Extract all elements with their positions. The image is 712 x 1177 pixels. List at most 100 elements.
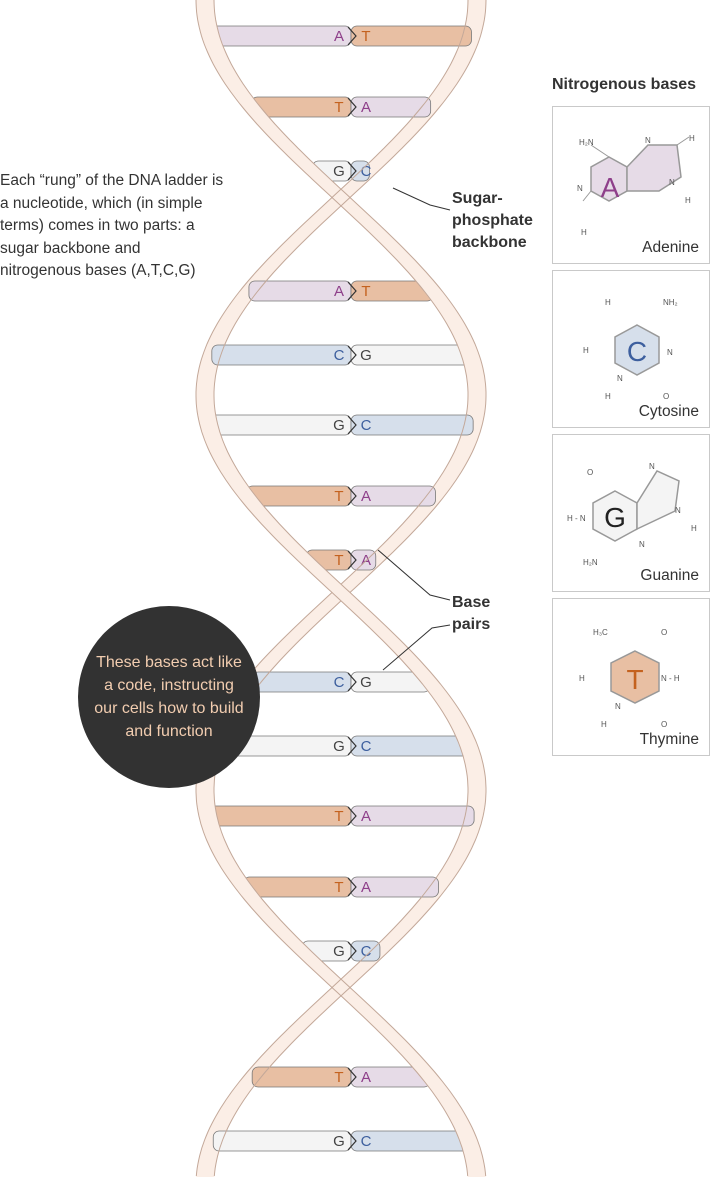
base-pair-right-letter: A: [361, 808, 371, 825]
backbone-segment: [291, 554, 312, 557]
thymine-nh-label: N - H: [661, 674, 680, 683]
base-pair-left-letter: G: [333, 1133, 345, 1150]
backbone-segment: [196, 402, 215, 405]
backbone-segment: [322, 584, 343, 587]
backbone-segment: [465, 764, 484, 767]
guanine-card: G O N H - N N H N H₂N Guanine: [552, 434, 710, 592]
backbone-segment: [467, 380, 486, 383]
backbone-segment: [467, 384, 486, 387]
backbone-segment: [227, 1096, 247, 1099]
backbone-segment: [407, 1062, 428, 1065]
backbone-segment: [414, 674, 434, 677]
backbone-segment: [357, 616, 378, 619]
base-pair-left-letter: A: [334, 283, 344, 300]
backbone-segment: [398, 1052, 419, 1055]
backbone-segment: [408, 910, 429, 913]
backbone-segment: [450, 458, 470, 461]
backbone-segment: [196, 410, 216, 413]
backbone-segment: [302, 170, 323, 173]
backbone-segment: [467, 784, 486, 787]
backbone-segment: [207, 448, 227, 451]
backbone-segment: [438, 82, 459, 85]
backbone-segment: [276, 1038, 297, 1041]
backbone-segment: [308, 966, 329, 969]
backbone-segment: [215, 324, 236, 327]
backbone-segment: [436, 1098, 457, 1101]
backbone-segment: [196, 794, 215, 797]
backbone-segment: [465, 22, 484, 25]
backbone-segment: [233, 298, 253, 301]
backbone-segment: [448, 462, 468, 465]
backbone-segment: [196, 400, 215, 403]
backbone-segment: [450, 852, 470, 855]
guanine-letter: G: [604, 502, 626, 533]
backbone-segment: [209, 452, 229, 455]
backbone-segment: [367, 162, 388, 165]
backbone-segment: [448, 66, 468, 69]
backbone-segment: [212, 1120, 232, 1123]
backbone-segment: [386, 934, 407, 937]
backbone-segment: [458, 1138, 478, 1141]
intro-text: Each “rung” of the DNA ladder is a nucle…: [0, 172, 224, 279]
backbone-segment: [220, 1106, 240, 1109]
backbone-segment: [202, 434, 222, 437]
backbone-segment: [467, 1170, 486, 1173]
pair-junction-chevron: [347, 736, 357, 756]
backbone-segment: [196, 384, 215, 387]
backbone-segment: [343, 208, 364, 211]
backbone-segment: [203, 438, 223, 441]
backbone-segment: [308, 612, 329, 615]
backbone-segment: [364, 1018, 385, 1021]
backbone-segment: [236, 1084, 256, 1087]
backbone-segment: [447, 68, 467, 71]
backbone-segment: [374, 632, 395, 635]
backbone-segment: [350, 610, 372, 613]
backbone-segment: [215, 68, 235, 71]
backbone-segment: [196, 800, 215, 803]
backbone-segment: [217, 72, 237, 75]
backbone-segment: [227, 482, 247, 485]
backbone-segment: [272, 1042, 293, 1045]
backbone-segment: [467, 786, 486, 789]
backbone-segment: [413, 510, 433, 513]
backbone-segment: [266, 924, 287, 927]
backbone-segment: [363, 622, 384, 625]
backbone-segment: [196, 380, 215, 383]
backbone-segment: [420, 1076, 440, 1079]
backbone-segment: [199, 30, 219, 33]
backbone-segment: [262, 658, 283, 661]
base-pair-right-segment: [350, 940, 381, 962]
backbone-segment: [218, 74, 239, 77]
backbone-segment: [279, 640, 300, 643]
backbone-segment: [455, 340, 475, 343]
backbone-segment: [301, 564, 322, 567]
backbone-segment: [407, 666, 427, 669]
backbone-segment: [385, 540, 406, 543]
base-pair-left-letter: G: [333, 943, 345, 960]
backbone-segment: [345, 1000, 366, 1003]
backbone-segment: [258, 126, 279, 129]
backbone-segment: [465, 20, 485, 23]
backbone-segment: [424, 686, 444, 689]
backbone-segment: [206, 840, 226, 843]
backbone-segment: [371, 630, 393, 633]
backbone-segment: [442, 1106, 462, 1109]
backbone-segment: [461, 750, 480, 753]
backbone-segment: [263, 526, 284, 529]
backbone-segment: [434, 878, 455, 881]
backbone-segment: [420, 286, 440, 289]
base-pair-left-segment: [207, 805, 352, 827]
thymine-letter: T: [626, 664, 643, 695]
backbone-segment: [289, 158, 311, 161]
backbone-segment: [456, 444, 476, 447]
backbone-segment: [196, 386, 215, 389]
backbone-segment: [467, 8, 486, 11]
backbone-segment: [400, 1054, 421, 1057]
backbone-segment: [464, 762, 484, 765]
backbone-segment: [443, 318, 463, 321]
backbone-segment: [376, 944, 397, 947]
backbone-segment: [392, 650, 412, 653]
backbone-segment: [448, 326, 468, 329]
